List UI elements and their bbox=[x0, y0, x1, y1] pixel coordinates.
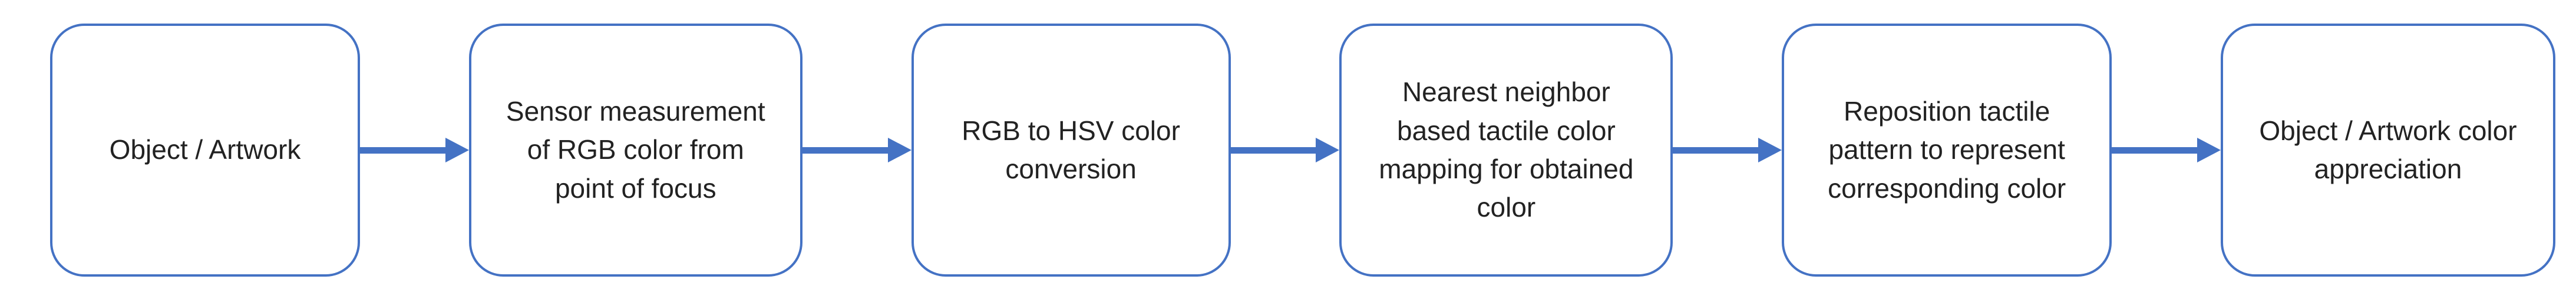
arrow-line bbox=[802, 147, 888, 154]
arrow-connector-3 bbox=[1230, 24, 1340, 277]
flow-step-label: Sensor measurement of RGB color from poi… bbox=[506, 96, 765, 204]
arrow-connector-5 bbox=[2112, 24, 2221, 277]
arrow-connector-1 bbox=[360, 24, 469, 277]
arrow-right-icon bbox=[2197, 138, 2221, 162]
arrow-connector-4 bbox=[1673, 24, 1782, 277]
arrow-right-icon bbox=[445, 138, 469, 162]
arrow-line bbox=[360, 147, 445, 154]
flow-step-reposition-tactile-pattern: Reposition tactile pattern to represent … bbox=[1782, 24, 2112, 277]
arrow-line bbox=[2112, 147, 2197, 154]
arrow-right-icon bbox=[887, 138, 911, 162]
flow-step-label: Nearest neighbor based tactile color map… bbox=[1379, 77, 1634, 223]
flow-step-nearest-neighbor-mapping: Nearest neighbor based tactile color map… bbox=[1339, 24, 1673, 277]
arrow-line bbox=[1230, 147, 1316, 154]
arrow-right-icon bbox=[1316, 138, 1340, 162]
flow-step-label: Object / Artwork color appreciation bbox=[2259, 115, 2517, 184]
flow-step-rgb-to-hsv: RGB to HSV color conversion bbox=[911, 24, 1231, 277]
arrow-connector-2 bbox=[802, 24, 911, 277]
flow-step-label: RGB to HSV color conversion bbox=[962, 115, 1180, 184]
flow-step-label: Reposition tactile pattern to represent … bbox=[1828, 96, 2066, 204]
flow-step-label: Object / Artwork bbox=[109, 134, 301, 165]
arrow-line bbox=[1673, 147, 1759, 154]
flow-step-color-appreciation: Object / Artwork color appreciation bbox=[2220, 24, 2555, 277]
flow-step-object-artwork: Object / Artwork bbox=[50, 24, 360, 277]
flow-step-sensor-measurement: Sensor measurement of RGB color from poi… bbox=[468, 24, 802, 277]
arrow-right-icon bbox=[1758, 138, 1782, 162]
